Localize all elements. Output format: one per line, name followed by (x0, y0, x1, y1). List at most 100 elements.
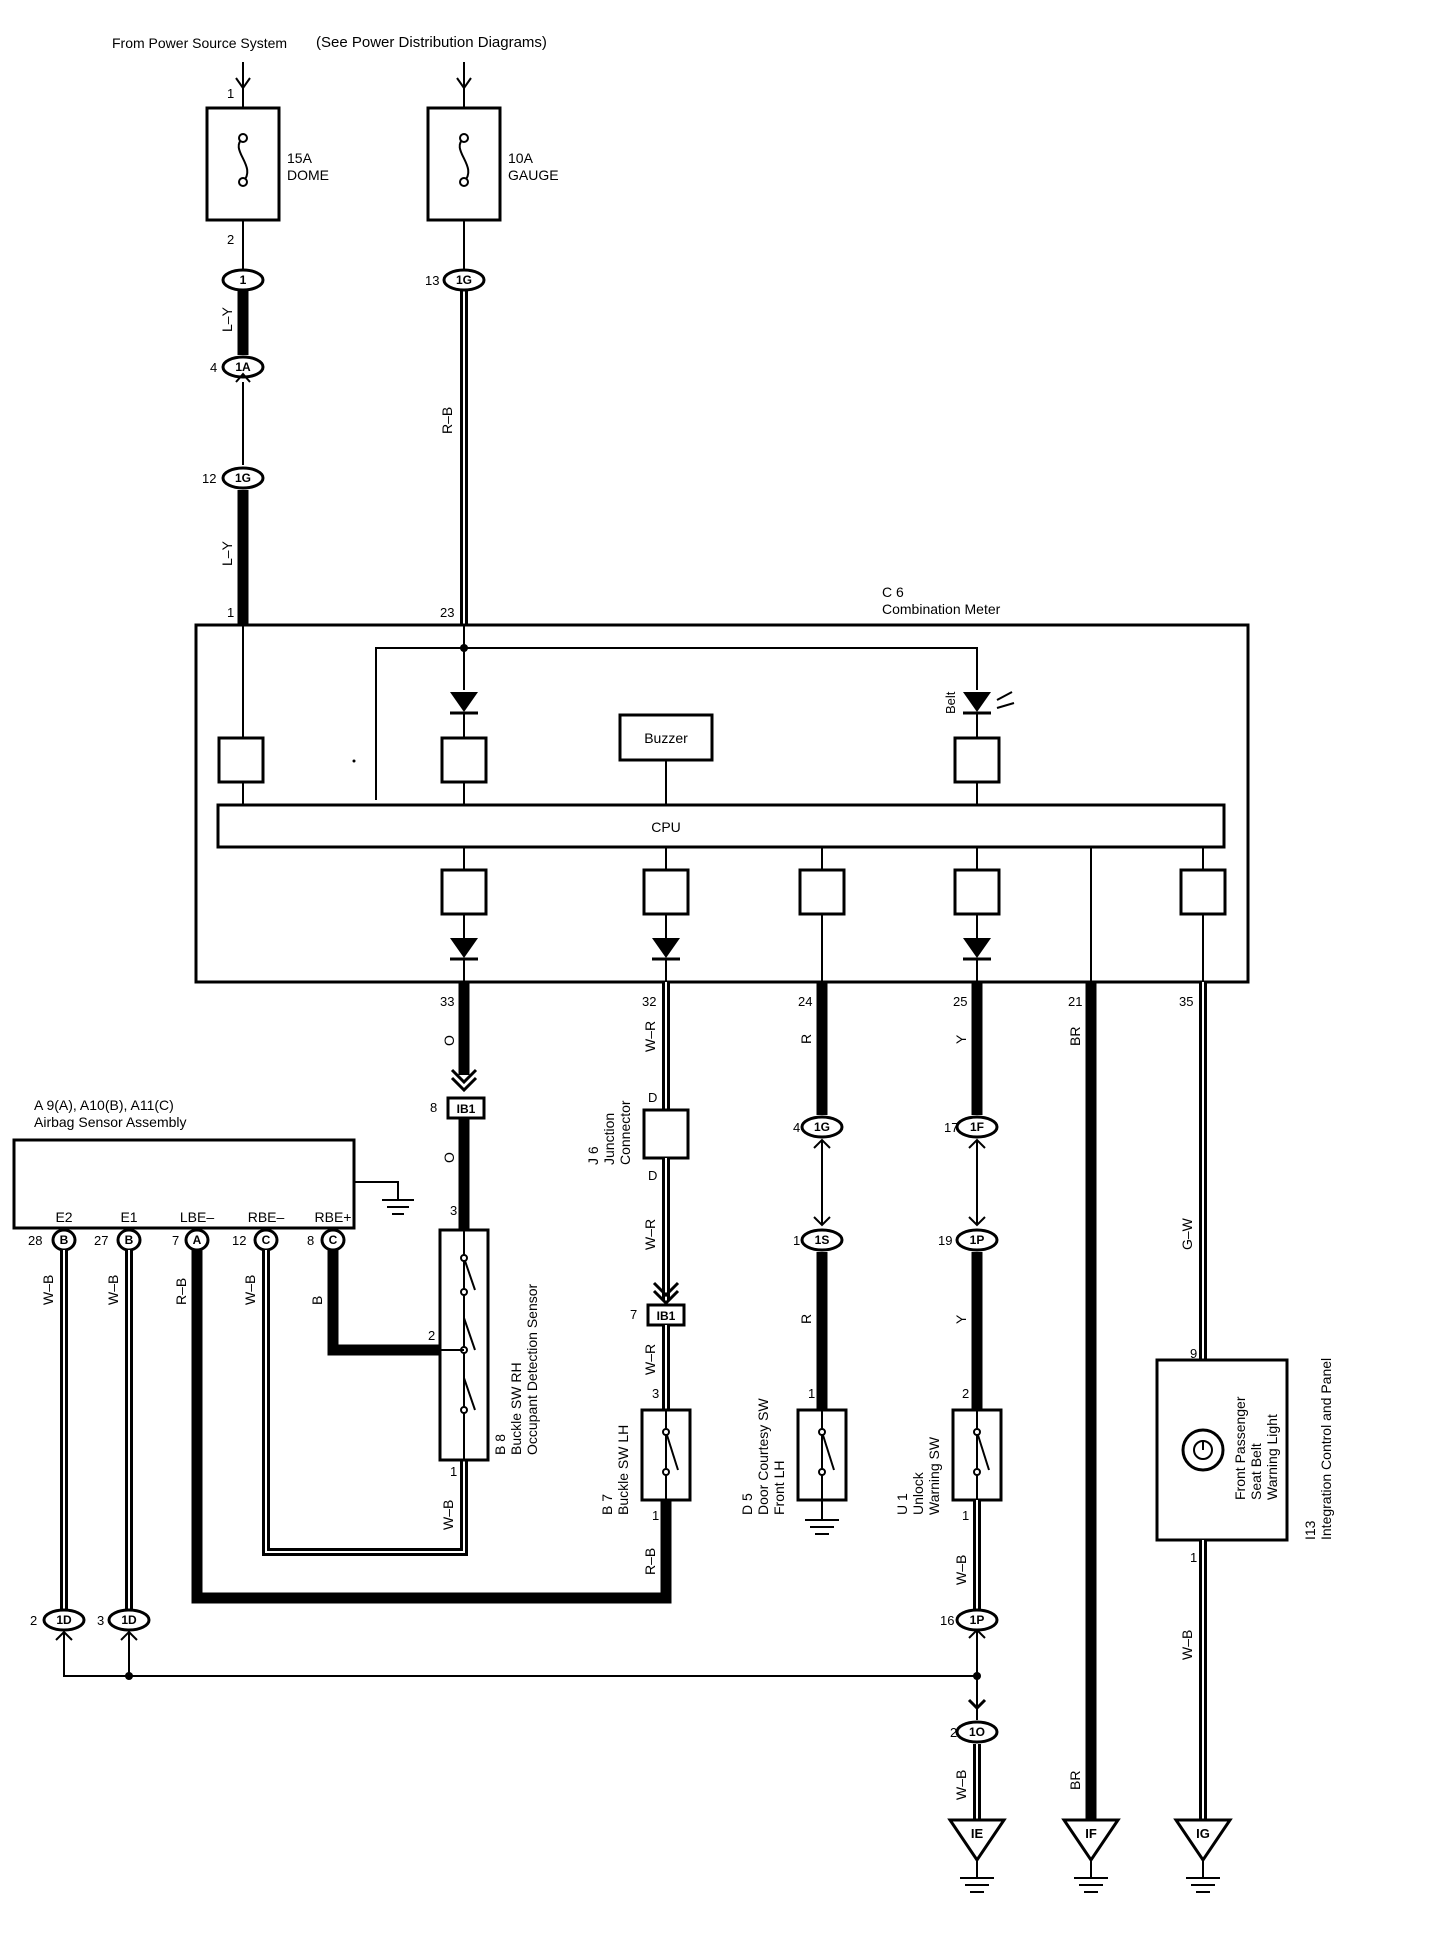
svg-text:B: B (125, 1233, 134, 1247)
svg-text:9: 9 (1190, 1346, 1197, 1361)
connector-1: 1 (221, 268, 265, 292)
j6-name2: Connector (617, 1100, 633, 1165)
svg-text:3: 3 (450, 1203, 457, 1218)
connector-1o: 1O (955, 1720, 999, 1744)
d5-name1: Door Courtesy SW (755, 1398, 771, 1515)
j6-term-top: D (648, 1090, 657, 1105)
svg-text:35: 35 (1179, 994, 1193, 1009)
wire-label-rb-1: R–B (439, 407, 455, 434)
svg-text:1S: 1S (815, 1233, 830, 1247)
svg-text:24: 24 (798, 994, 812, 1009)
door-courtesy-sw: D 5 Door Courtesy SW Front LH (739, 1398, 848, 1535)
svg-text:BR: BR (1067, 1771, 1083, 1790)
svg-text:W–B: W–B (440, 1500, 456, 1530)
svg-text:R–B: R–B (642, 1548, 658, 1575)
svg-text:RBE+: RBE+ (315, 1209, 352, 1225)
meter-name: Combination Meter (882, 601, 1001, 617)
integration-panel: Front Passenger Seat Belt Warning Light … (1155, 1358, 1334, 1542)
fuse-gauge-name: GAUGE (508, 167, 559, 183)
connector-1g-gauge: 1G (442, 268, 486, 292)
svg-text:12: 12 (202, 471, 216, 486)
combination-meter: C 6 Combination Meter 1 23 Belt Buzzer (194, 584, 1250, 984)
buckle-sw-rh: B 8 Buckle SW RH Occupant Detection Sens… (438, 1228, 540, 1462)
airbag-name: Airbag Sensor Assembly (34, 1114, 187, 1130)
svg-text:23: 23 (440, 605, 454, 620)
u1-id: U 1 (894, 1493, 910, 1515)
svg-text:BR: BR (1067, 1027, 1083, 1046)
b8-name2: Occupant Detection Sensor (524, 1283, 540, 1455)
svg-text:1: 1 (450, 1464, 457, 1479)
connector-1s: 1S (800, 1228, 844, 1252)
svg-text:17: 17 (944, 1120, 958, 1135)
svg-text:1G: 1G (456, 273, 472, 287)
buzzer-label: Buzzer (644, 730, 688, 746)
svg-text:7: 7 (630, 1307, 637, 1322)
fuse-dome-name: DOME (287, 167, 329, 183)
svg-text:21: 21 (1068, 994, 1082, 1009)
connector-1d-e1: 1D (107, 1608, 151, 1632)
buckle-sw-lh: B 7 Buckle SW LH (599, 1408, 692, 1515)
j6-name1: Junction (601, 1113, 617, 1165)
i13-name: Integration Control and Panel (1318, 1358, 1334, 1540)
svg-text:1F: 1F (970, 1120, 984, 1134)
connector-ib1-o: IB1 (457, 1102, 476, 1116)
fuse-dome-rating: 15A (287, 150, 313, 166)
svg-text:4: 4 (793, 1120, 800, 1135)
connector-1p-upper: 1P (955, 1228, 999, 1252)
svg-text:W–B: W–B (1179, 1630, 1195, 1660)
svg-text:8: 8 (307, 1233, 314, 1248)
source-note: (See Power Distribution Diagrams) (316, 34, 547, 51)
svg-text:4: 4 (210, 360, 217, 375)
svg-text:1D: 1D (56, 1613, 72, 1627)
svg-text:LBE–: LBE– (180, 1209, 214, 1225)
svg-text:1: 1 (793, 1233, 800, 1248)
svg-text:33: 33 (440, 994, 454, 1009)
svg-text:1O: 1O (969, 1725, 985, 1739)
d5-id: D 5 (739, 1493, 755, 1515)
wire-label-ly-1: L–Y (219, 306, 235, 332)
svg-text:1D: 1D (121, 1613, 137, 1627)
svg-text:IF: IF (1085, 1826, 1097, 1841)
svg-text:IE: IE (971, 1826, 984, 1841)
svg-text:A: A (193, 1233, 202, 1247)
svg-text:27: 27 (94, 1233, 108, 1248)
svg-text:16: 16 (940, 1613, 954, 1628)
svg-text:12: 12 (232, 1233, 246, 1248)
svg-text:IG: IG (1196, 1826, 1210, 1841)
svg-text:8: 8 (430, 1100, 437, 1115)
connector-ib1-wr: IB1 (657, 1309, 676, 1323)
svg-text:E1: E1 (120, 1209, 137, 1225)
svg-text:1: 1 (240, 273, 247, 287)
svg-text:2: 2 (962, 1386, 969, 1401)
svg-text:W–B: W–B (40, 1275, 56, 1305)
i13-light2: Seat Belt (1248, 1443, 1264, 1500)
svg-text:1P: 1P (970, 1233, 985, 1247)
svg-text:1G: 1G (814, 1120, 830, 1134)
svg-text:3: 3 (97, 1613, 104, 1628)
svg-text:32: 32 (642, 994, 656, 1009)
connector-1p-lower: 1P (955, 1608, 999, 1632)
svg-text:1: 1 (1190, 1550, 1197, 1565)
svg-text:3: 3 (652, 1386, 659, 1401)
svg-text:1: 1 (962, 1508, 969, 1523)
svg-text:E2: E2 (55, 1209, 72, 1225)
svg-text:W–B: W–B (105, 1275, 121, 1305)
svg-text:C: C (329, 1233, 338, 1247)
svg-text:R: R (798, 1314, 814, 1324)
svg-text:R: R (798, 1034, 814, 1044)
ground-ig: IG (1173, 1818, 1233, 1893)
ground-if: IF (1061, 1818, 1121, 1893)
svg-text:7: 7 (172, 1233, 179, 1248)
j6-term-bottom: D (648, 1168, 657, 1183)
source-label: From Power Source System (112, 35, 287, 51)
svg-text:W–R: W–R (642, 1021, 658, 1052)
ground-ie: IE (947, 1818, 1007, 1893)
i13-id: I13 (1302, 1520, 1318, 1540)
connector-1a: 1A (221, 355, 265, 383)
svg-text:C: C (262, 1233, 271, 1247)
svg-text:Y: Y (953, 1034, 969, 1044)
svg-text:O: O (441, 1035, 457, 1046)
airbag-id: A 9(A), A10(B), A11(C) (34, 1097, 174, 1113)
fuse-dome: 1 15A DOME 2 (205, 62, 329, 270)
